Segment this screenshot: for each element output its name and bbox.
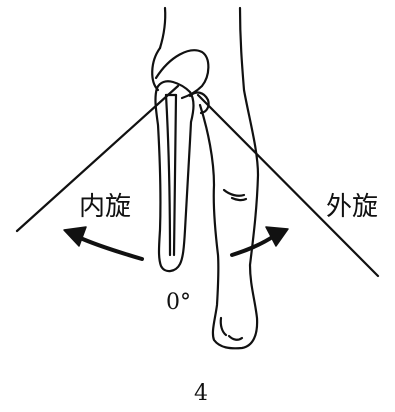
internal-rotation-label: 内旋 — [79, 194, 131, 220]
zero-angle-label: 0° — [166, 292, 191, 314]
page-number: 4 — [194, 383, 208, 405]
standing-leg — [200, 8, 258, 348]
external-rotation-reference-line — [198, 95, 378, 276]
external-rotation-label: 外旋 — [326, 194, 378, 220]
external-rotation-arrow — [232, 227, 288, 255]
internal-rotation-arrow — [64, 227, 142, 259]
